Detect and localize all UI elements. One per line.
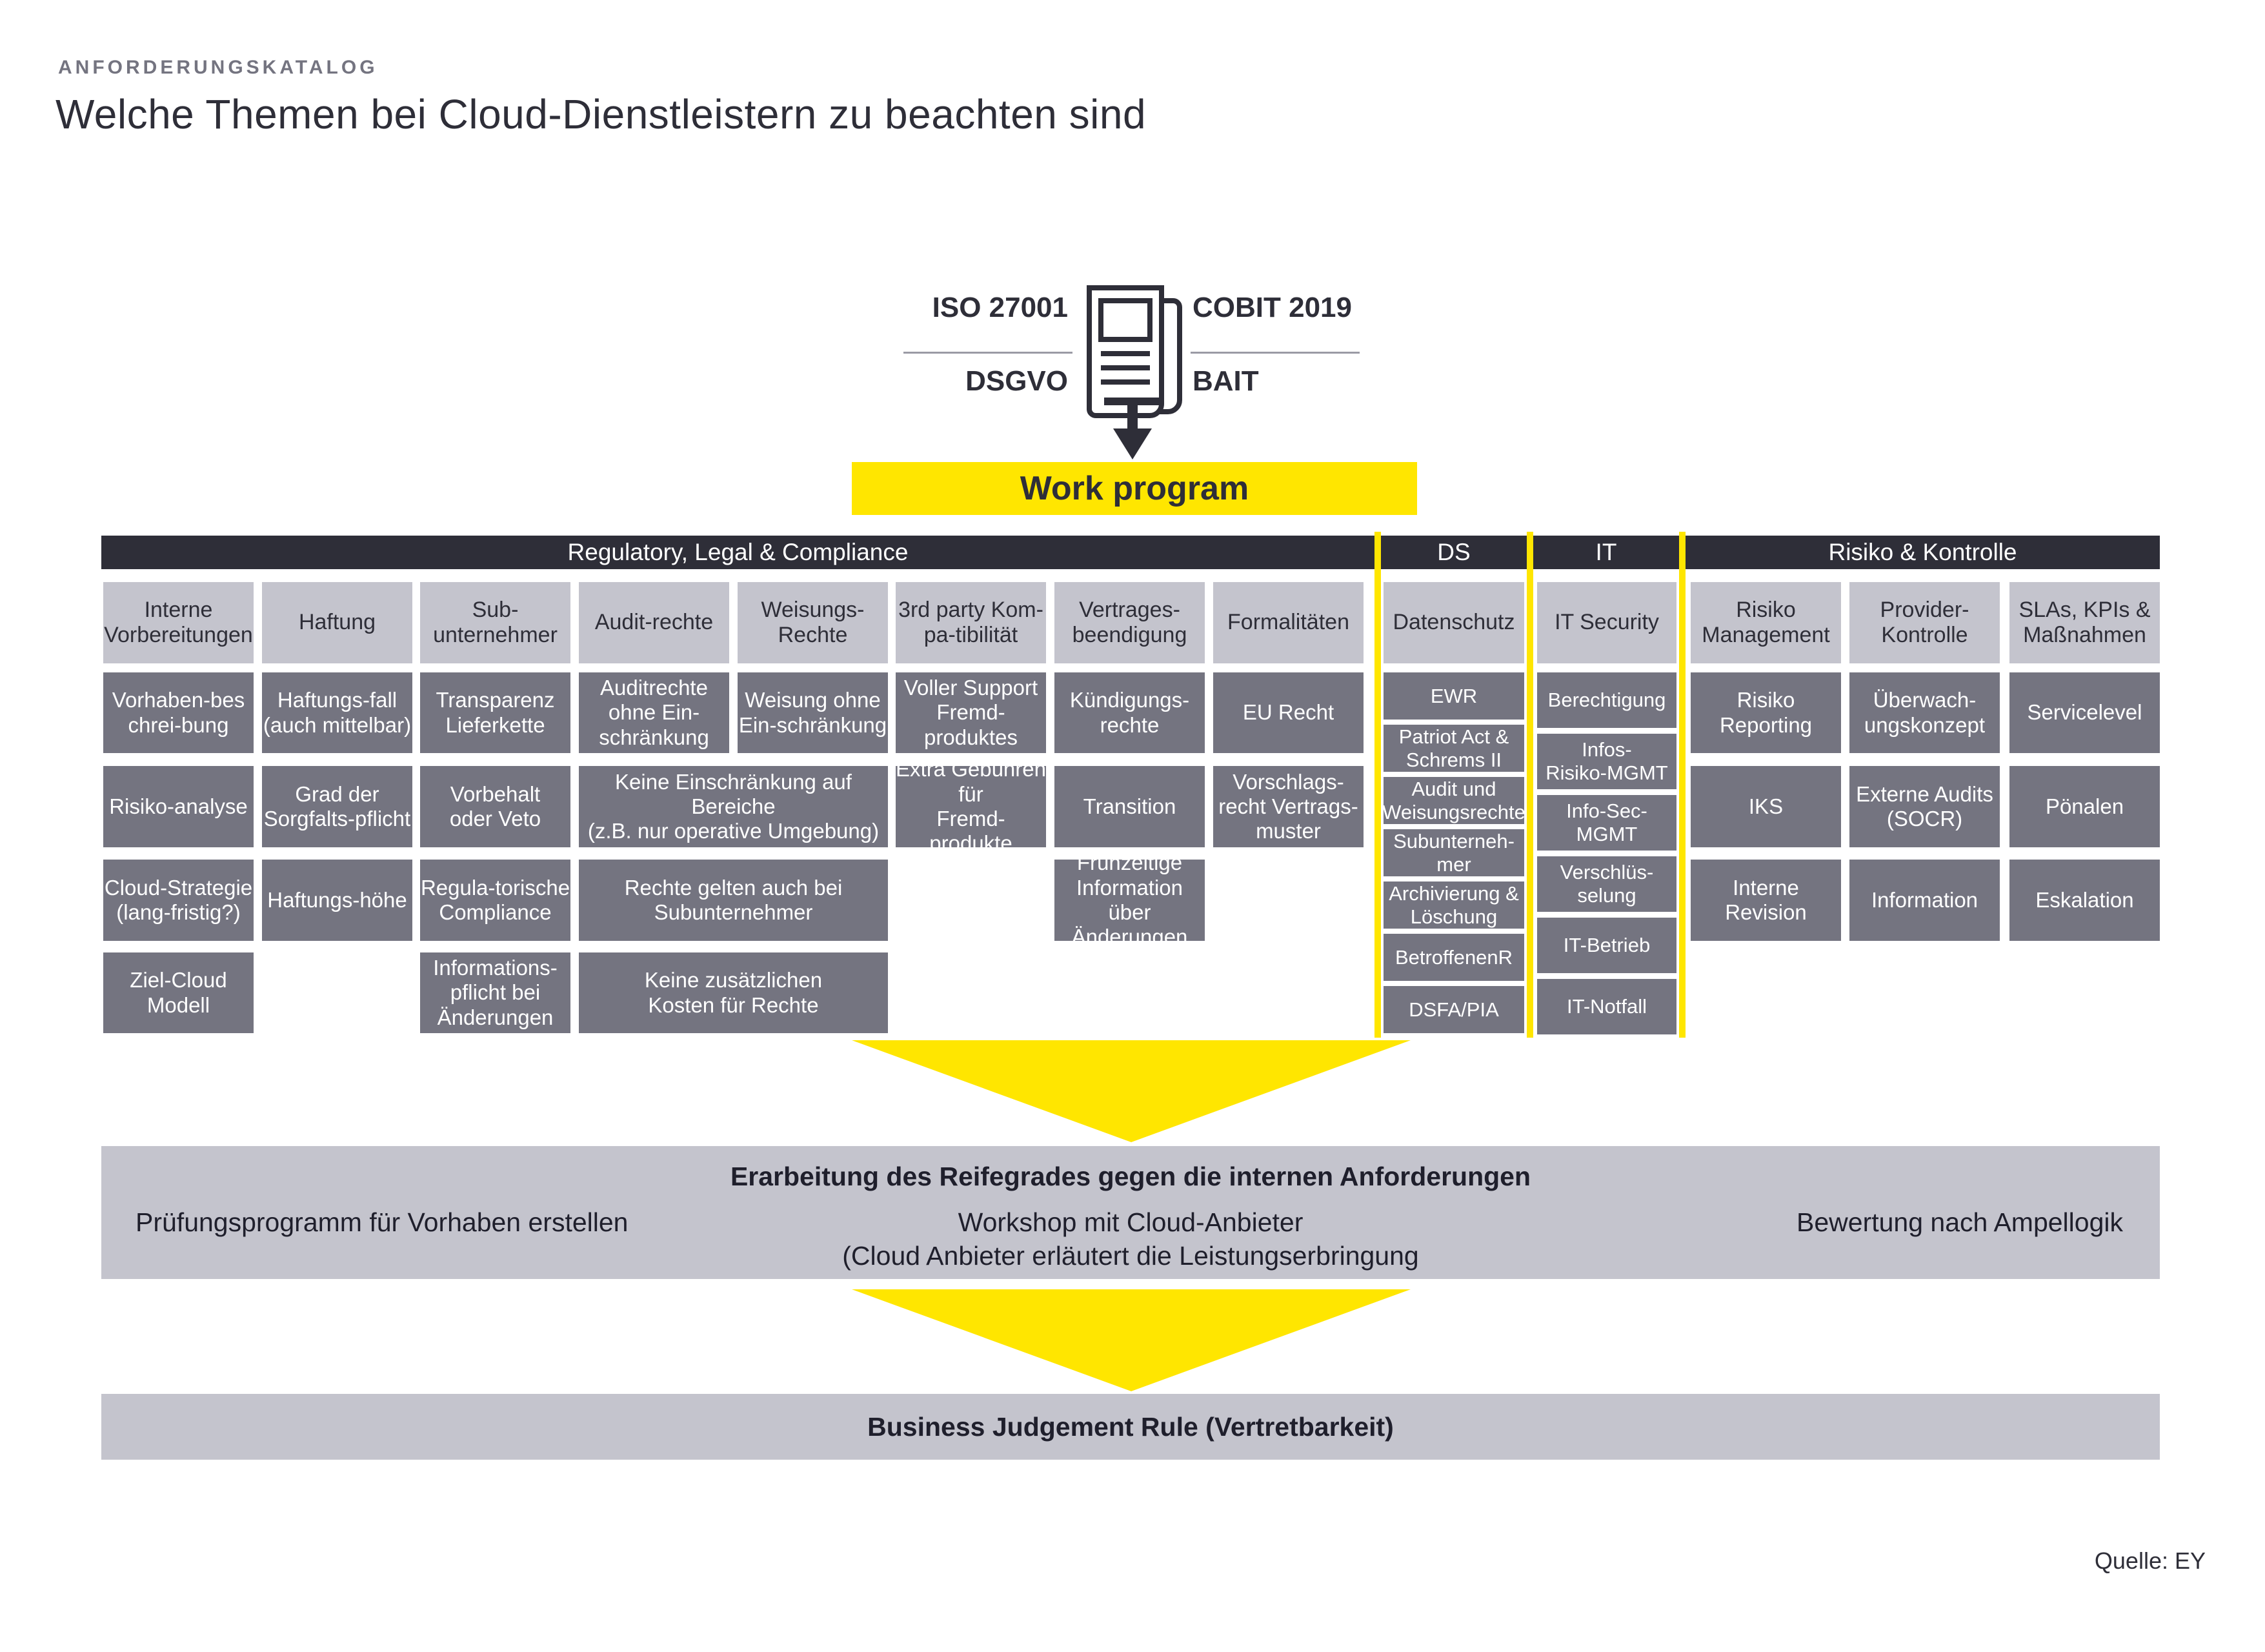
risk-cell: IKS (1691, 766, 1841, 847)
column-header: Formalitäten (1213, 582, 1364, 663)
ds-cell: Subunterneh- mer (1384, 829, 1524, 876)
risk-cell: Information (1849, 860, 2000, 941)
grid-cell: Ziel-Cloud Modell (103, 952, 254, 1033)
column-header: Datenschutz (1384, 582, 1524, 663)
maturity-step-center: Workshop mit Cloud-Anbieter (Cloud Anbie… (842, 1207, 1419, 1271)
ds-cell: DSFA/PIA (1384, 986, 1524, 1033)
grid-cell: Haftungs-fall (auch mittelbar) (262, 672, 412, 753)
grid-cell: Haftungs-höhe (262, 860, 412, 941)
grid-cell: Frühzeitige Information über Änderungen (1054, 851, 1205, 949)
maturity-band: Erarbeitung des Reifegrades gegen die in… (101, 1146, 2160, 1279)
grid-cell: Weisung ohne Ein-schränkung (738, 672, 888, 753)
risk-cell: Eskalation (2009, 860, 2160, 941)
risk-cell: Pönalen (2009, 766, 2160, 847)
it-cell: Infos- Risiko-MGMT (1537, 734, 1676, 789)
risk-cell: Überwach- ungskonzept (1849, 672, 2000, 753)
source-iso-label: ISO 27001 (932, 292, 1068, 323)
risk-cell: Externe Audits (SOCR) (1849, 766, 2000, 847)
grid-cell: Vorschlags- recht Vertrags- muster (1213, 766, 1364, 847)
source-divider-right (1191, 352, 1360, 354)
it-cell: Info-Sec-MGMT (1537, 795, 1676, 851)
maturity-step-right: Bewertung nach Ampellogik (1797, 1207, 2123, 1237)
down-arrow-icon (1099, 395, 1166, 462)
source-cobit-label: COBIT 2019 (1193, 292, 1352, 323)
column-header: IT Security (1537, 582, 1676, 663)
newspaper-icon (1084, 283, 1185, 421)
it-cell: Verschlüs- selung (1537, 856, 1676, 912)
column-header: SLAs, KPIs & Maßnahmen (2009, 582, 2160, 663)
source-dsgvo-label: DSGVO (965, 365, 1068, 397)
grid-cell-merged: Keine Einschränkung auf Bereiche (z.B. n… (579, 766, 888, 847)
grid-cell: Vorbehalt oder Veto (420, 766, 570, 847)
work-program-banner: Work program (852, 462, 1417, 515)
it-cell: IT-Betrieb (1537, 918, 1676, 973)
column-header: Risiko Management (1691, 582, 1841, 663)
maturity-band-title: Erarbeitung des Reifegrades gegen die in… (730, 1162, 1531, 1191)
page-title: Welche Themen bei Cloud-Dienstleistern z… (55, 91, 1147, 137)
ds-cell: EWR (1384, 672, 1524, 720)
grid-cell: Risiko-analyse (103, 766, 254, 847)
grid-cell-merged: Keine zusätzlichen Kosten für Rechte (579, 952, 888, 1033)
flow-arrow-icon (852, 1040, 1411, 1142)
grid-cell: Transparenz Lieferkette (420, 672, 570, 753)
column-header: Vertrages- beendigung (1054, 582, 1205, 663)
it-cell: IT-Notfall (1537, 979, 1676, 1034)
section-separator (1679, 532, 1686, 1038)
grid-cell: Informations- pflicht bei Änderungen (420, 952, 570, 1033)
grid-cell: Regula-torische Compliance (420, 860, 570, 941)
column-header: Weisungs- Rechte (738, 582, 888, 663)
section-separator (1374, 532, 1381, 1038)
flow-arrow-icon (852, 1289, 1411, 1391)
section-header-ds: DS (1381, 536, 1527, 569)
grid-cell: Auditrechte ohne Ein- schränkung (579, 672, 729, 753)
grid-cell: Kündigungs- rechte (1054, 672, 1205, 753)
ds-cell: Audit und Weisungsrechte (1382, 777, 1525, 824)
column-header: Interne Vorbereitungen (103, 582, 254, 663)
it-cell: Berechtigung (1537, 672, 1676, 728)
grid-cell: Extra Gebühren für Fremd-produkte (896, 757, 1046, 856)
column-header: Sub- unternehmer (420, 582, 570, 663)
ds-cell: Patriot Act & Schrems II (1384, 725, 1524, 772)
grid-cell: Grad der Sorgfalts-pflicht (262, 766, 412, 847)
source-note: Quelle: EY (2094, 1547, 2206, 1574)
section-header-risk: Risiko & Kontrolle (1686, 536, 2160, 569)
column-header: Audit-rechte (579, 582, 729, 663)
ds-cell: Archivierung & Löschung (1384, 881, 1524, 929)
grid-cell: Transition (1054, 766, 1205, 847)
judgement-band: Business Judgement Rule (Vertretbarkeit) (101, 1394, 2160, 1460)
section-header-it: IT (1533, 536, 1679, 569)
ds-cell: BetroffenenR (1384, 934, 1524, 981)
risk-cell: Servicelevel (2009, 672, 2160, 753)
source-bait-label: BAIT (1193, 365, 1259, 397)
grid-cell: Vorhaben-bes chrei-bung (103, 672, 254, 753)
grid-cell: Cloud-Strategie (lang-fristig?) (103, 860, 254, 941)
risk-cell: Risiko Reporting (1691, 672, 1841, 753)
column-header: Provider- Kontrolle (1849, 582, 2000, 663)
grid-cell: EU Recht (1213, 672, 1364, 753)
section-header-regulatory: Regulatory, Legal & Compliance (101, 536, 1374, 569)
eyebrow-label: ANFORDERUNGSKATALOG (58, 57, 378, 78)
source-divider-left (903, 352, 1072, 354)
section-separator (1527, 532, 1533, 1038)
grid-cell: Voller Support Fremd- produktes (896, 672, 1046, 753)
column-header: 3rd party Kom- pa-tibilität (896, 582, 1046, 663)
column-header: Haftung (262, 582, 412, 663)
grid-cell-merged: Rechte gelten auch bei Subunternehmer (579, 860, 888, 941)
maturity-step-left: Prüfungsprogramm für Vorhaben erstellen (136, 1207, 629, 1237)
risk-cell: Interne Revision (1691, 860, 1841, 941)
